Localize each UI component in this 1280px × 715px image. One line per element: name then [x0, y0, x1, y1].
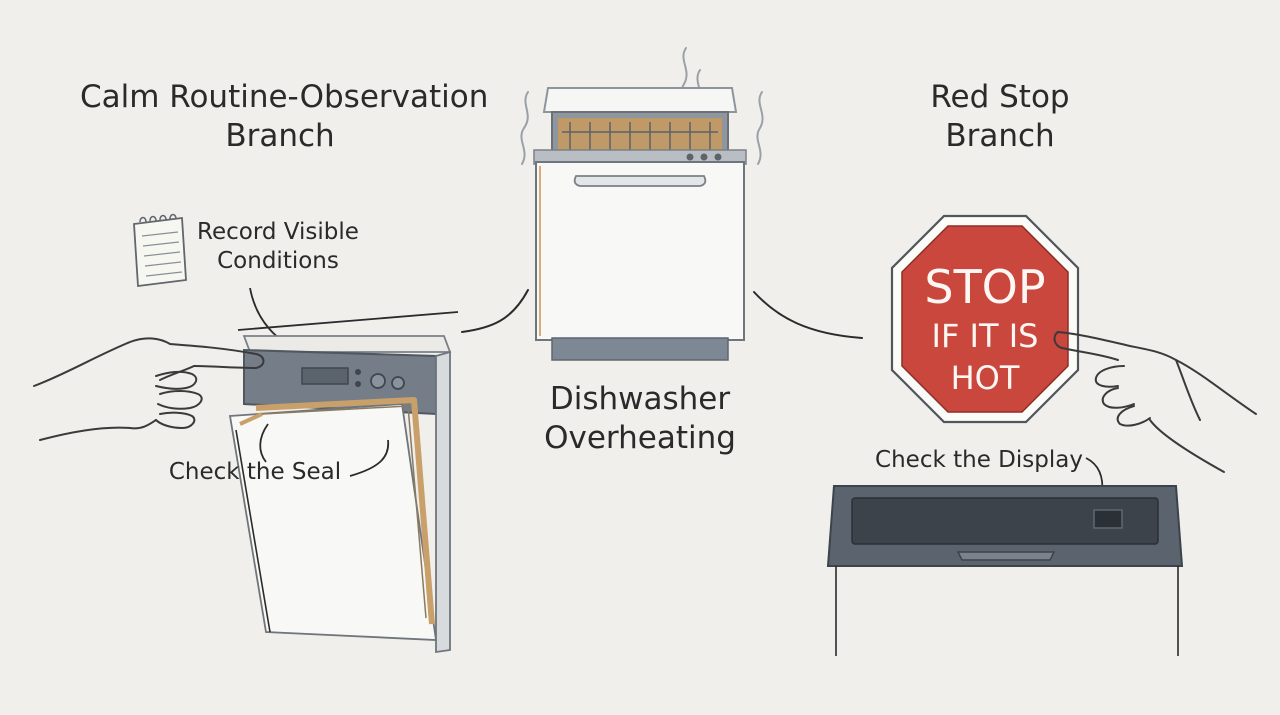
left-dishwasher: [228, 311, 459, 654]
center-title: Dishwasher Overheating: [520, 380, 760, 458]
center-dishwasher: [520, 47, 764, 361]
left-branch-title-line1: Calm Routine-Observation: [80, 79, 489, 115]
record-conditions-label: Record Visible Conditions: [186, 218, 370, 276]
left-branch-title: Calm Routine-Observation Branch: [80, 78, 489, 156]
record-conditions-line2: Conditions: [217, 247, 339, 274]
check-display-label: Check the Display: [868, 446, 1090, 475]
record-conditions-line1: Record Visible: [197, 219, 359, 245]
right-branch-title-line1: Red Stop: [930, 79, 1070, 115]
center-title-line1: Dishwasher: [549, 381, 731, 417]
right-branch-title: Red Stop Branch: [880, 78, 1120, 156]
branch-connectors: [461, 289, 863, 339]
notepad-icon: [133, 213, 187, 288]
stop-sign-line1: STOP: [924, 260, 1045, 314]
check-display-text: Check the Display: [875, 447, 1083, 473]
pointing-hand-icon: [33, 337, 265, 441]
center-title-line2: Overheating: [544, 419, 736, 456]
seal-pointers: [259, 423, 389, 477]
connector-right: [753, 291, 863, 339]
right-dishwasher: [826, 485, 1184, 656]
check-seal-text: Check the Seal: [168, 459, 342, 485]
check-seal-label: Check the Seal: [160, 458, 350, 487]
stop-sign-line2: IF IT IS: [932, 317, 1039, 355]
right-hand-icon: [1053, 331, 1257, 473]
connector-left: [461, 289, 529, 333]
stop-sign-icon: STOP IF IT IS HOT: [890, 214, 1080, 424]
right-branch-title-line2: Branch: [945, 117, 1055, 154]
stop-sign-line3: HOT: [951, 359, 1020, 397]
left-branch-title-line2: Branch: [225, 117, 335, 154]
